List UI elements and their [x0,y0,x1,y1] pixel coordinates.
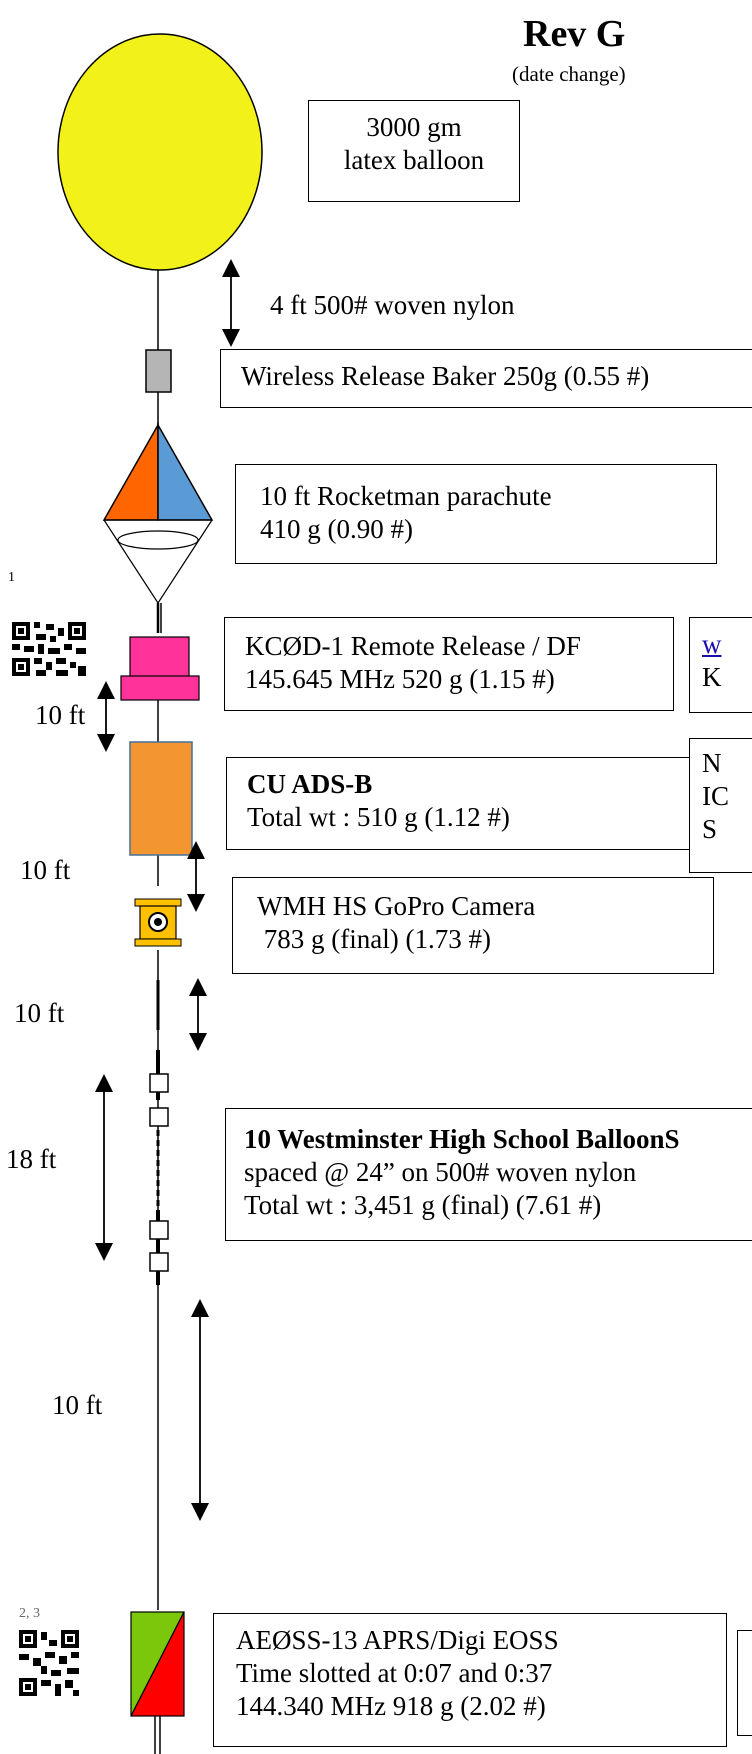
whs-label-box: 10 Westminster High School BalloonS spac… [225,1108,752,1241]
whs-line3: Total wt : 3,451 g (final) (7.61 #) [244,1190,602,1220]
gopro-top-bar [134,898,182,907]
wireless-release-box [145,349,172,393]
qr-code-bottom [19,1630,79,1696]
wireless-release-line1: Wireless Release Baker 250g (0.55 #) [241,361,650,391]
aprs-line3: 144.340 MHz 918 g (2.02 #) [236,1691,546,1721]
parachute-label-box: 10 ft Rocketman parachute 410 g (0.90 #) [235,464,717,564]
kc0d-label-box: KCØD-1 Remote Release / DF 145.645 MHz 5… [224,617,674,711]
link-label-10ft: 10 ft [20,855,71,885]
kc0d-line1: KCØD-1 Remote Release / DF [245,631,581,661]
gopro-bottom-bar [134,938,182,947]
link-label-10ft: 10 ft [52,1390,103,1420]
parachute-line2: 410 g (0.90 #) [260,514,413,544]
gopro-line1: WMH HS GoPro Camera [257,891,536,921]
parachute-shroud-lines [103,519,213,605]
side-box-aprs [737,1630,752,1736]
aprs-label-box: AEØSS-13 APRS/Digi EOSS Time slotted at … [213,1613,727,1747]
wireless-release-box-label: Wireless Release Baker 250g (0.55 #) [220,349,752,408]
qr-footnote-1: 1 [8,570,15,585]
gopro-label-box: WMH HS GoPro Camera 783 g (final) (1.73 … [232,877,714,974]
side-box-adsb-line1: N [702,748,722,778]
aprs-outline [130,1611,185,1717]
revision-subtitle: (date change) [512,62,626,86]
aprs-diagonal [130,1611,185,1717]
parachute-line1: 10 ft Rocketman parachute [260,481,552,511]
whs-payload [149,1107,169,1127]
side-box-kc0d: w K [689,617,752,713]
revision-title: Rev G [523,13,626,55]
kc0d-release-base [120,675,200,701]
side-box-kc0d-line1: w [702,628,747,661]
kc0d-line2: 145.645 MHz 520 g (1.15 #) [245,664,555,694]
balloon-label-line2: latex balloon [343,145,485,175]
balloon-label-box: 3000 gm latex balloon [308,100,520,202]
link-label-18ft: 18 ft [6,1144,57,1174]
whs-payload [149,1252,169,1272]
whs-line1: 10 Westminster High School BalloonS [244,1124,680,1154]
gopro-lens-center [154,918,162,926]
link-label-10ft: 10 ft [35,700,86,730]
parachute-left-panel [102,422,159,521]
kc0d-release-top [129,636,190,678]
side-link[interactable]: w [702,629,722,659]
whs-line2: spaced @ 24” on 500# woven nylon [244,1157,637,1187]
side-box-adsb-line3: S [702,814,718,844]
gopro-line2: 783 g (final) (1.73 #) [257,924,491,954]
link-label-10ft: 10 ft [14,998,65,1028]
link-label-4ft: 4 ft 500# woven nylon [270,290,515,320]
balloon-label-line1: 3000 gm [366,112,462,142]
side-box-kc0d-line2: K [702,662,722,692]
adsb-box [129,741,193,856]
whs-payload [149,1220,169,1240]
parachute-right-panel [157,422,214,521]
adsb-line1: CU ADS-B [247,769,373,799]
qr-footnote-2: 2, 3 [19,1606,40,1621]
parachute-canopy-ring [117,530,199,550]
adsb-line2: Total wt : 510 g (1.12 #) [247,802,510,832]
qr-code-top [12,622,86,676]
side-box-adsb: N IC S [689,738,752,873]
aprs-line2: Time slotted at 0:07 and 0:37 [236,1658,553,1688]
latex-balloon [57,33,263,271]
side-box-adsb-line2: IC [702,781,729,811]
whs-payload [149,1073,169,1093]
adsb-label-box: CU ADS-B Total wt : 510 g (1.12 #) [226,757,698,850]
aprs-line1: AEØSS-13 APRS/Digi EOSS [236,1625,559,1655]
